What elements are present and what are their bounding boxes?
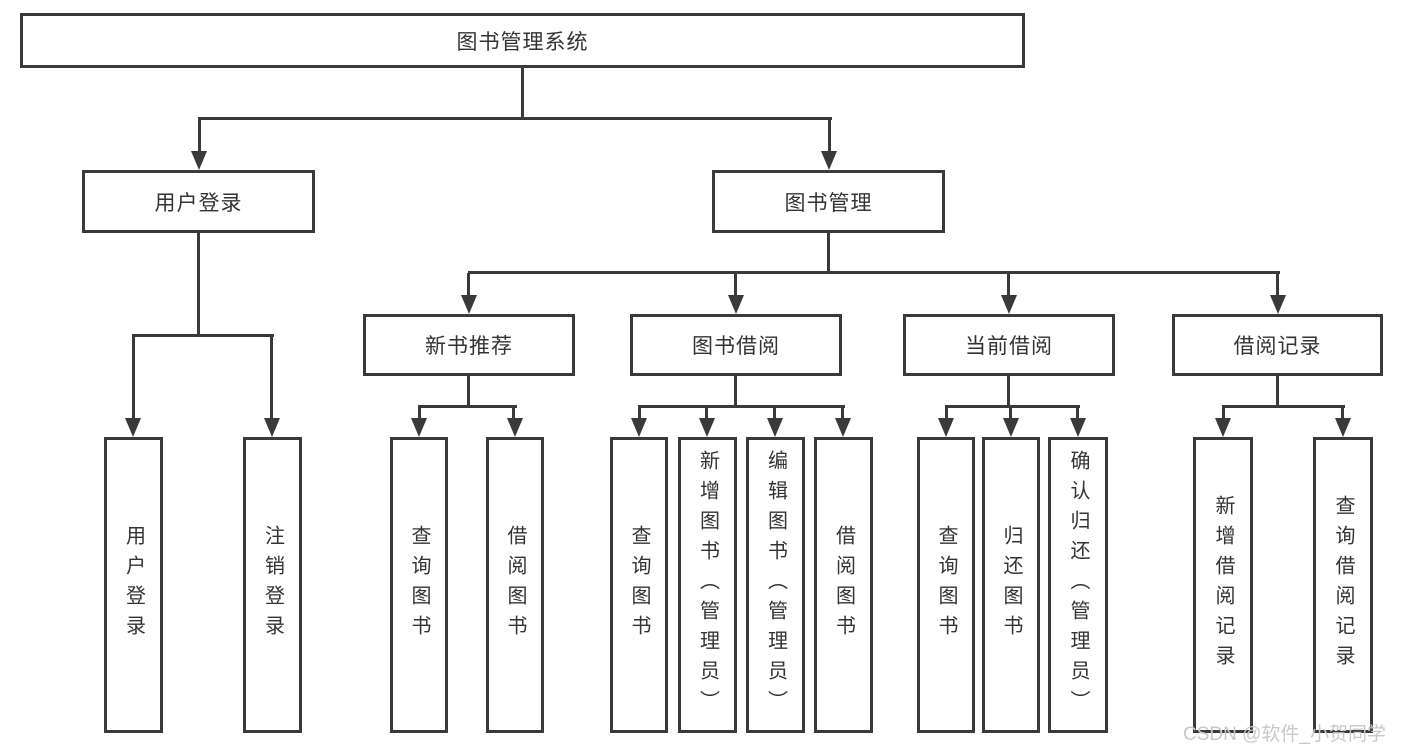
arrowhead-icon bbox=[1270, 295, 1286, 314]
connector-line bbox=[1076, 407, 1079, 419]
connector-line bbox=[132, 336, 135, 418]
node-new-book-recommend: 新书推荐 bbox=[363, 314, 575, 376]
leaf-edit-book-admin-label: 编辑图书（管理员） bbox=[764, 450, 787, 720]
connector-line bbox=[198, 119, 201, 153]
connector-line bbox=[945, 405, 1080, 408]
arrowhead-icon bbox=[938, 418, 954, 437]
leaf-borrow-books-borrow: 借阅图书 bbox=[814, 437, 873, 733]
node-current-borrow-label: 当前借阅 bbox=[965, 335, 1053, 358]
connector-line bbox=[197, 233, 200, 336]
node-borrow-records: 借阅记录 bbox=[1172, 314, 1383, 376]
arrowhead-icon bbox=[1070, 418, 1086, 437]
leaf-add-book-admin-label: 新增图书（管理员） bbox=[696, 450, 719, 720]
connector-line bbox=[638, 407, 641, 419]
leaf-logout: 注销登录 bbox=[243, 437, 302, 733]
leaf-query-books-current: 查询图书 bbox=[917, 437, 975, 733]
leaf-edit-book-admin: 编辑图书（管理员） bbox=[746, 437, 805, 733]
connector-line bbox=[705, 407, 708, 419]
csdn-watermark: CSDN @软件_小贺同学 bbox=[1183, 724, 1386, 745]
connector-line bbox=[773, 407, 776, 419]
node-user-login: 用户登录 bbox=[82, 170, 315, 233]
arrowhead-icon bbox=[835, 418, 851, 437]
connector-line bbox=[1276, 273, 1279, 296]
connector-line bbox=[468, 271, 1280, 274]
leaf-query-books-current-label: 查询图书 bbox=[935, 525, 957, 645]
leaf-add-borrow-record-label: 新增借阅记录 bbox=[1212, 495, 1234, 675]
connector-line bbox=[841, 407, 844, 419]
arrowhead-icon bbox=[821, 151, 837, 170]
connector-line bbox=[828, 119, 831, 153]
connector-line bbox=[418, 407, 421, 419]
connector-line bbox=[1007, 376, 1010, 407]
leaf-confirm-return-admin-label: 确认归还（管理员） bbox=[1067, 450, 1089, 720]
leaf-query-borrow-record: 查询借阅记录 bbox=[1313, 437, 1373, 733]
connector-line bbox=[734, 273, 737, 296]
connector-line bbox=[198, 117, 832, 120]
connector-line bbox=[1009, 407, 1012, 419]
leaf-borrow-books-recommend-label: 借阅图书 bbox=[504, 525, 526, 645]
connector-line bbox=[467, 273, 470, 296]
node-root: 图书管理系统 bbox=[20, 13, 1025, 68]
connector-line bbox=[467, 376, 470, 407]
connector-line bbox=[1341, 407, 1344, 419]
connector-line bbox=[1222, 407, 1225, 419]
node-borrow-records-label: 借阅记录 bbox=[1233, 335, 1322, 358]
connector-line bbox=[734, 376, 737, 407]
connector-line bbox=[512, 407, 515, 419]
node-book-management-label: 图书管理 bbox=[784, 191, 873, 215]
leaf-user-login: 用户登录 bbox=[104, 437, 163, 733]
leaf-add-borrow-record: 新增借阅记录 bbox=[1193, 437, 1253, 733]
arrowhead-icon bbox=[191, 151, 207, 170]
arrowhead-icon bbox=[728, 295, 744, 314]
arrowhead-icon bbox=[1001, 295, 1017, 314]
connector-line bbox=[1007, 273, 1010, 296]
leaf-logout-label: 注销登录 bbox=[261, 525, 284, 645]
node-book-management: 图书管理 bbox=[712, 170, 945, 233]
arrowhead-icon bbox=[631, 418, 647, 437]
arrowhead-icon bbox=[264, 418, 280, 437]
connector-line bbox=[521, 68, 524, 120]
leaf-borrow-books-recommend: 借阅图书 bbox=[486, 437, 544, 733]
leaf-borrow-books-borrow-label: 借阅图书 bbox=[832, 525, 855, 645]
node-current-borrow: 当前借阅 bbox=[903, 314, 1115, 376]
connector-line bbox=[418, 405, 517, 408]
node-new-book-recommend-label: 新书推荐 bbox=[425, 335, 513, 358]
connector-line bbox=[132, 334, 274, 337]
arrowhead-icon bbox=[699, 418, 715, 437]
connector-line bbox=[638, 405, 845, 408]
node-root-label: 图书管理系统 bbox=[456, 30, 589, 54]
leaf-query-books-recommend-label: 查询图书 bbox=[408, 525, 430, 645]
connector-line bbox=[945, 407, 948, 419]
connector-line bbox=[270, 336, 273, 418]
connector-line bbox=[827, 233, 830, 273]
arrowhead-icon bbox=[411, 418, 427, 437]
leaf-user-login-label: 用户登录 bbox=[122, 525, 145, 645]
leaf-query-books-borrow-label: 查询图书 bbox=[628, 525, 650, 645]
leaf-return-book-label: 归还图书 bbox=[1000, 525, 1022, 645]
connector-line bbox=[1276, 376, 1279, 407]
connector-line bbox=[1222, 405, 1345, 408]
leaf-query-books-borrow: 查询图书 bbox=[610, 437, 668, 733]
node-book-borrow-label: 图书借阅 bbox=[692, 335, 780, 358]
leaf-return-book: 归还图书 bbox=[982, 437, 1040, 733]
arrowhead-icon bbox=[1335, 418, 1351, 437]
node-user-login-label: 用户登录 bbox=[154, 191, 243, 215]
arrowhead-icon bbox=[507, 418, 523, 437]
leaf-query-borrow-record-label: 查询借阅记录 bbox=[1332, 495, 1354, 675]
leaf-query-books-recommend: 查询图书 bbox=[390, 437, 448, 733]
arrowhead-icon bbox=[1215, 418, 1231, 437]
arrowhead-icon bbox=[767, 418, 783, 437]
node-book-borrow: 图书借阅 bbox=[630, 314, 842, 376]
arrowhead-icon bbox=[1003, 418, 1019, 437]
arrowhead-icon bbox=[125, 418, 141, 437]
leaf-add-book-admin: 新增图书（管理员） bbox=[678, 437, 737, 733]
arrowhead-icon bbox=[461, 295, 477, 314]
leaf-confirm-return-admin: 确认归还（管理员） bbox=[1048, 437, 1108, 733]
